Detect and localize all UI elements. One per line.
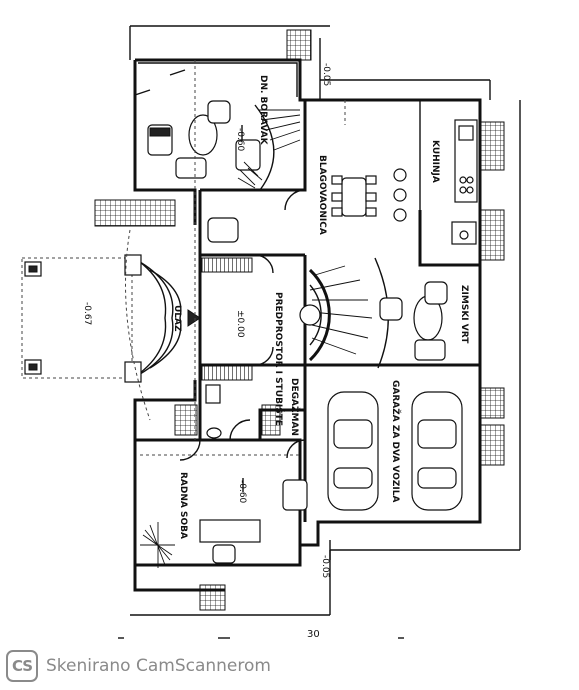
room-labels: DN. BORAVAK BLAGOVAONICA KUHINJA ZIMSKI … bbox=[172, 75, 469, 539]
garage-cars bbox=[327, 391, 463, 511]
living-room-furniture bbox=[134, 69, 301, 191]
door-swings bbox=[179, 189, 306, 461]
label-kuhinja: KUHINJA bbox=[430, 140, 440, 183]
guide-lines bbox=[140, 60, 346, 456]
label-blagovaonica: BLAGOVAONICA bbox=[317, 155, 327, 235]
camscanner-logo-icon: CS bbox=[6, 650, 38, 682]
spiral-staircase bbox=[299, 257, 389, 369]
interior-walls bbox=[198, 100, 480, 522]
level-bottom-right: -0.05 bbox=[320, 555, 330, 578]
label-predprostor: PREDPROSTOR I STUBIŠTE bbox=[273, 292, 285, 426]
label-dnevni-boravak: DN. BORAVAK bbox=[258, 75, 268, 146]
label-zimski-vrt: ZIMSKI VRT bbox=[459, 285, 469, 344]
level-boravak: -0.60 bbox=[235, 128, 245, 152]
level-labels: -0.60 -0.05 ±0.00 -0.67 -0.60 -0.05 bbox=[82, 63, 331, 578]
wc-fittings bbox=[205, 384, 281, 441]
exterior-walls bbox=[133, 58, 482, 592]
kitchen-fittings bbox=[393, 119, 478, 245]
dining-furniture bbox=[207, 175, 377, 243]
label-ulaz: ULAZ bbox=[172, 305, 182, 332]
entrance-porch bbox=[21, 229, 201, 421]
level-predprostor: ±0.00 bbox=[235, 310, 245, 338]
watermark-text: Skenirano CamScannerom bbox=[46, 656, 271, 676]
label-degazman: DEGAŽMAN bbox=[289, 378, 301, 436]
level-radna-soba: -0.60 bbox=[237, 480, 247, 504]
sheet-lines bbox=[129, 25, 521, 616]
winter-garden-furniture bbox=[379, 281, 448, 361]
study-furniture bbox=[140, 479, 308, 568]
label-radna-soba: RADNA SOBA bbox=[178, 472, 188, 539]
page-number: 30 bbox=[307, 629, 320, 640]
level-marks bbox=[241, 80, 331, 560]
level-top-right: -0.05 bbox=[321, 63, 331, 86]
windows bbox=[94, 29, 505, 611]
label-garaza: GARAŽA ZA DVA VOZILA bbox=[390, 380, 402, 502]
level-porch: -0.67 bbox=[82, 302, 92, 325]
camscanner-watermark: CS Skenirano CamScannerom bbox=[6, 648, 271, 684]
